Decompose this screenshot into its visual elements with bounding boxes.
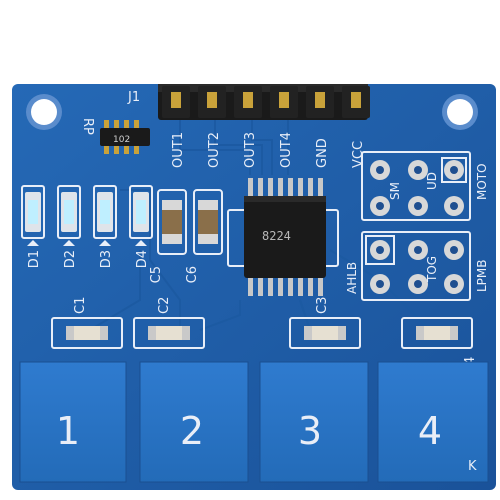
touch-pad-label-2: 2 [180,409,204,453]
touch-pad-4[interactable] [377,361,489,483]
pin-label-out3: OUT3 [243,132,258,168]
jumper-label-tog: TOG [425,256,439,283]
touch-pad-1[interactable] [19,361,127,483]
pin-label-gnd: GND [315,138,330,168]
touch-pad-2[interactable] [139,361,249,483]
header-pin [198,86,226,118]
jumper-label-ud: UD [425,172,439,190]
cap-label-c2: C2 [157,297,172,314]
jumper-label-ahlb: AHLB [345,262,359,294]
jumper-block-top [361,151,471,221]
led-label-d2: D2 [63,250,78,268]
touch-pad-label-3: 3 [298,409,322,453]
touch-pad-label-4: 4 [418,409,442,453]
pin-label-out2: OUT2 [207,132,222,168]
led-d3 [93,185,117,246]
header-pin [306,86,334,118]
pin-label-vcc: VCC [351,141,366,168]
capacitor-c2 [133,317,205,349]
pin-label-out4: OUT4 [279,132,294,168]
mounting-hole-left [26,94,62,130]
touch-pad-label-1: 1 [56,409,80,453]
capacitor-c6 [193,189,223,255]
cap-label-c1: C1 [73,297,88,314]
resistor-network [100,120,150,154]
jumper-label-moto: MOTO [475,163,489,200]
header-label: J1 [127,90,140,105]
cap-label-c6: C6 [185,266,200,283]
led-d4 [129,185,153,246]
resistor-code: 102 [113,135,130,145]
led-label-d4: D4 [135,250,150,268]
resistor-label: RP [80,118,95,135]
jumper-label-sm: SM [388,182,402,200]
touch-ic [227,178,339,296]
capacitor-c3 [289,317,361,349]
jumper-label-lpmb: LPMB [475,259,489,292]
jumper-block-bottom [361,231,471,301]
capacitor-c4 [401,317,473,349]
led-label-d1: D1 [27,250,42,268]
capacitor-c1 [51,317,123,349]
capacitor-c5 [157,189,187,255]
corner-mark: K [468,459,477,474]
header-pin [234,86,262,118]
chip-marking: 8224 [262,229,291,243]
touch-pad-3[interactable] [259,361,369,483]
led-d2 [57,185,81,246]
mounting-hole-right [442,94,478,130]
cap-label-c3: C3 [315,297,330,314]
pin-label-out1: OUT1 [171,132,186,168]
cap-label-c5: C5 [149,266,164,283]
header-pin [342,86,370,118]
header-pin [270,86,298,118]
led-d1 [21,185,45,246]
header-pin [162,86,190,118]
led-label-d3: D3 [99,250,114,268]
